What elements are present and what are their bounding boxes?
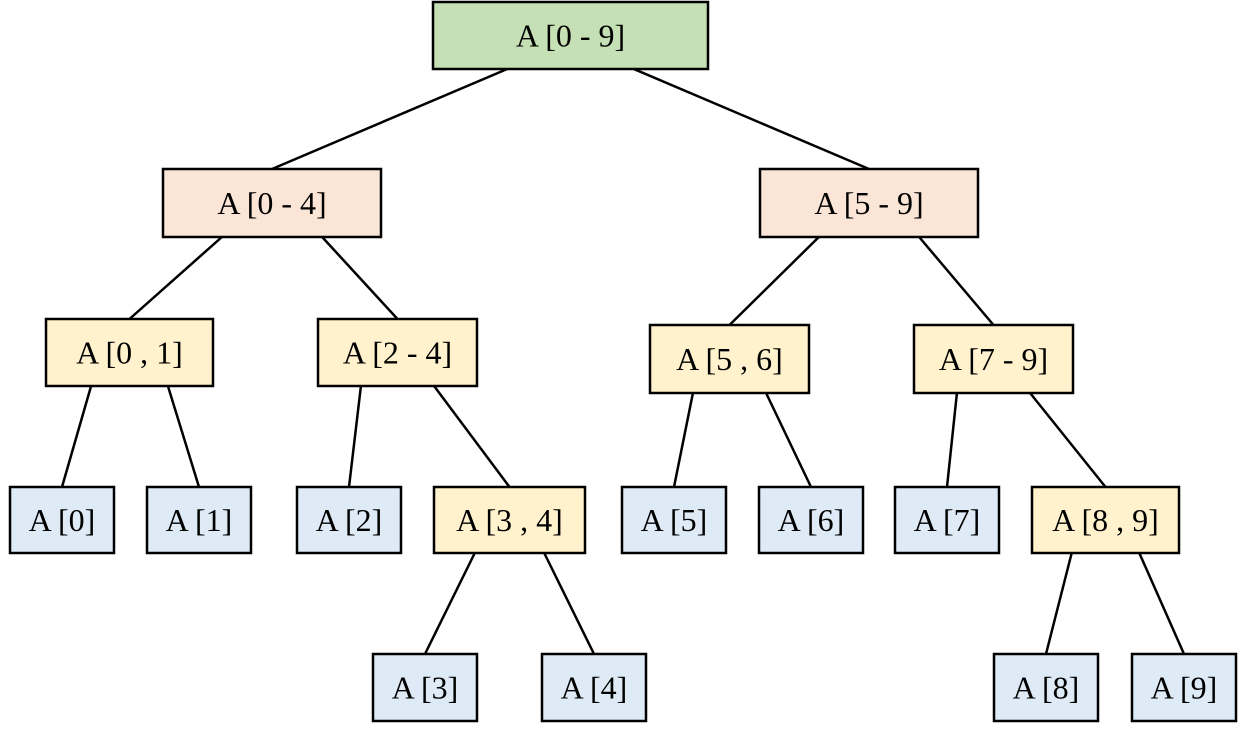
node-box [1030, 485, 1181, 555]
edge-n09-n04 [271, 67, 508, 171]
tree-node-n6: A [6] [757, 485, 865, 555]
tree-node-n56: A [5 , 6] [648, 323, 811, 395]
edge-n34-n3 [423, 552, 476, 655]
node-label: A [6] [778, 502, 845, 538]
node-label: A [5 , 6] [676, 341, 783, 377]
node-box [371, 652, 479, 723]
tree-node-n09: A [0 - 9] [431, 0, 710, 71]
node-label: A [2 - 4] [343, 335, 452, 371]
edge-n89-n9 [1138, 552, 1186, 655]
tree-node-n1: A [1] [145, 485, 253, 555]
node-box [757, 485, 865, 555]
node-box [758, 167, 980, 239]
edge-n24-n2 [347, 385, 363, 488]
node-label: A [4] [561, 670, 628, 706]
node-label: A [3] [392, 670, 459, 706]
node-label: A [0 , 1] [76, 335, 183, 371]
tree-nodes: A [0 - 9] A [0 - 4] A [5 - 9] A [0 , 1] A [2… [8, 0, 1238, 723]
node-label: A [0 - 4] [217, 185, 326, 221]
tree-edges [60, 67, 1186, 655]
node-label: A [5] [641, 502, 708, 538]
node-label: A [5 - 9] [814, 185, 923, 221]
node-label: A [8] [1013, 670, 1080, 706]
node-label: A [9] [1151, 670, 1218, 706]
edge-n56-n5 [672, 392, 695, 488]
tree-node-n34: A [3 , 4] [432, 485, 587, 555]
node-box [992, 652, 1100, 723]
node-box [431, 0, 710, 71]
tree-node-n01: A [0 , 1] [44, 317, 215, 388]
tree-node-n5: A [5] [620, 485, 728, 555]
tree-node-n59: A [5 - 9] [758, 167, 980, 239]
tree-node-n9: A [9] [1130, 652, 1238, 723]
node-box [316, 317, 479, 388]
node-box [893, 485, 1001, 555]
edge-n59-n56 [728, 236, 820, 326]
tree-node-n8: A [8] [992, 652, 1100, 723]
node-label: A [7] [914, 502, 981, 538]
edge-n79-n7 [945, 392, 959, 488]
node-label: A [3 , 4] [456, 502, 563, 538]
edge-n34-n4 [543, 552, 596, 655]
edge-n59-n79 [918, 236, 995, 326]
tree-node-n04: A [0 - 4] [161, 167, 383, 239]
tree-node-n3: A [3] [371, 652, 479, 723]
edge-n24-n34 [433, 385, 511, 488]
edge-n09-n59 [633, 67, 870, 171]
node-label: A [1] [166, 502, 233, 538]
node-label: A [0] [29, 502, 96, 538]
node-box [540, 652, 648, 723]
tree-node-n0: A [0] [8, 485, 116, 555]
node-box [44, 317, 215, 388]
node-label: A [2] [316, 502, 383, 538]
edge-n01-n1 [166, 385, 201, 488]
tree-node-n89: A [8 , 9] [1030, 485, 1181, 555]
node-box [8, 485, 116, 555]
node-label: A [7 - 9] [939, 341, 1048, 377]
tree-node-n79: A [7 - 9] [912, 323, 1075, 395]
tree-node-n2: A [2] [295, 485, 403, 555]
node-box [648, 323, 811, 395]
node-box [161, 167, 383, 239]
edge-n56-n6 [764, 392, 813, 488]
node-box [912, 323, 1075, 395]
edge-n01-n0 [60, 385, 93, 488]
node-label: A [0 - 9] [516, 18, 625, 54]
edge-n04-n24 [321, 236, 399, 320]
tree-node-n24: A [2 - 4] [316, 317, 479, 388]
edge-n89-n8 [1044, 552, 1073, 655]
node-box [432, 485, 587, 555]
node-box [1130, 652, 1238, 723]
edge-n04-n01 [128, 236, 223, 320]
node-box [145, 485, 253, 555]
node-box [620, 485, 728, 555]
node-label: A [8 , 9] [1052, 502, 1159, 538]
tree-node-n7: A [7] [893, 485, 1001, 555]
tree-node-n4: A [4] [540, 652, 648, 723]
edge-n79-n89 [1029, 392, 1107, 488]
node-box [295, 485, 403, 555]
